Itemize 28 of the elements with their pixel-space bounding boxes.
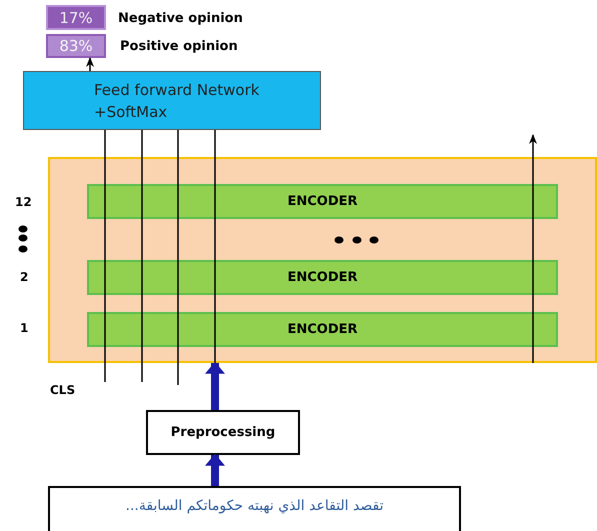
node-text: Preprocessing xyxy=(170,425,276,440)
node-text: تقصد التقاعد الذي نهبته حكوماتكم السابقة... xyxy=(126,498,384,514)
node-text: Feed forward Network +SoftMax xyxy=(94,80,260,122)
connector-line xyxy=(141,130,143,382)
percentage-box xyxy=(46,34,106,58)
encoder-stack-panel xyxy=(48,157,597,363)
node-text: 17% xyxy=(59,8,93,26)
node-text: 83% xyxy=(59,37,93,55)
encoder-box xyxy=(87,260,558,295)
token-label: CLS xyxy=(50,383,76,397)
layer-number: 2 xyxy=(20,270,28,284)
layer-number: 12 xyxy=(15,195,32,209)
process-box xyxy=(146,410,300,455)
input-text-box xyxy=(48,486,461,531)
arrow xyxy=(529,134,537,363)
node-text: ENCODER xyxy=(287,194,358,209)
arrow xyxy=(86,57,94,71)
encoder-box xyxy=(87,184,558,219)
encoder-box xyxy=(87,312,558,347)
node-text: ENCODER xyxy=(287,270,358,285)
network-box xyxy=(23,71,321,130)
class-label: Positive opinion xyxy=(120,39,238,54)
layer-number: 1 xyxy=(20,321,28,335)
connector-line xyxy=(104,130,106,382)
class-label: Negative opinion xyxy=(118,11,243,26)
connector-line xyxy=(177,130,179,385)
percentage-box xyxy=(46,5,106,30)
node-text: ENCODER xyxy=(287,322,358,337)
